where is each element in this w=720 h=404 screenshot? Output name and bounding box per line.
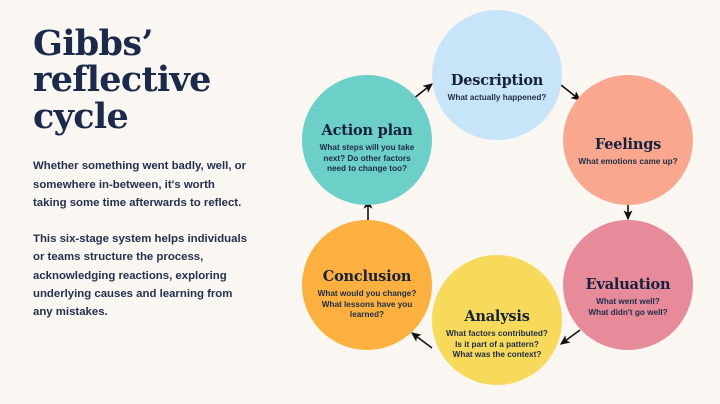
- cycle-node-evaluation[interactable]: Evaluation What went well? What didn't g…: [563, 220, 693, 350]
- arrow-analysis-to-conclusion: [410, 332, 433, 349]
- cycle-node-analysis-subtitle: What factors contributed? Is it part of …: [446, 328, 548, 360]
- cycle-node-conclusion[interactable]: Conclusion What would you change? What l…: [302, 220, 432, 350]
- cycle-node-feelings[interactable]: Feelings What emotions came up?: [563, 75, 693, 205]
- left-text-panel: Gibbs’ reflective cycle Whether somethin…: [33, 23, 263, 322]
- reflective-cycle-diagram: Description What actually happened? Feel…: [280, 0, 720, 404]
- cycle-node-feelings-subtitle: What emotions came up?: [578, 156, 678, 166]
- cycle-node-evaluation-subtitle: What went well? What didn't go well?: [588, 297, 668, 317]
- cycle-node-analysis-title: Analysis: [464, 307, 530, 325]
- intro-paragraph-1: Whether something went badly, well, or s…: [33, 160, 247, 210]
- cycle-node-action-plan-title: Action plan: [321, 121, 413, 139]
- cycle-node-action-plan[interactable]: Action plan What steps will you take nex…: [302, 75, 432, 205]
- intro-paragraph-2: This six-stage system helps individuals …: [33, 232, 247, 319]
- cycle-node-action-plan-subtitle: What steps will you take next? Do other …: [319, 142, 415, 174]
- cycle-node-description-title: Description: [450, 71, 544, 89]
- cycle-node-description[interactable]: Description What actually happened?: [432, 10, 562, 140]
- cycle-node-evaluation-title: Evaluation: [585, 276, 671, 294]
- page-title: Gibbs’ reflective cycle: [33, 23, 211, 137]
- cycle-node-conclusion-subtitle: What would you change? What lessons have…: [317, 288, 417, 320]
- cycle-node-analysis[interactable]: Analysis What factors contributed? Is it…: [432, 255, 562, 385]
- cycle-node-conclusion-title: Conclusion: [322, 267, 412, 285]
- arrow-evaluation-to-analysis: [559, 329, 581, 345]
- cycle-node-description-subtitle: What actually happened?: [447, 92, 547, 102]
- cycle-node-feelings-title: Feelings: [594, 135, 662, 153]
